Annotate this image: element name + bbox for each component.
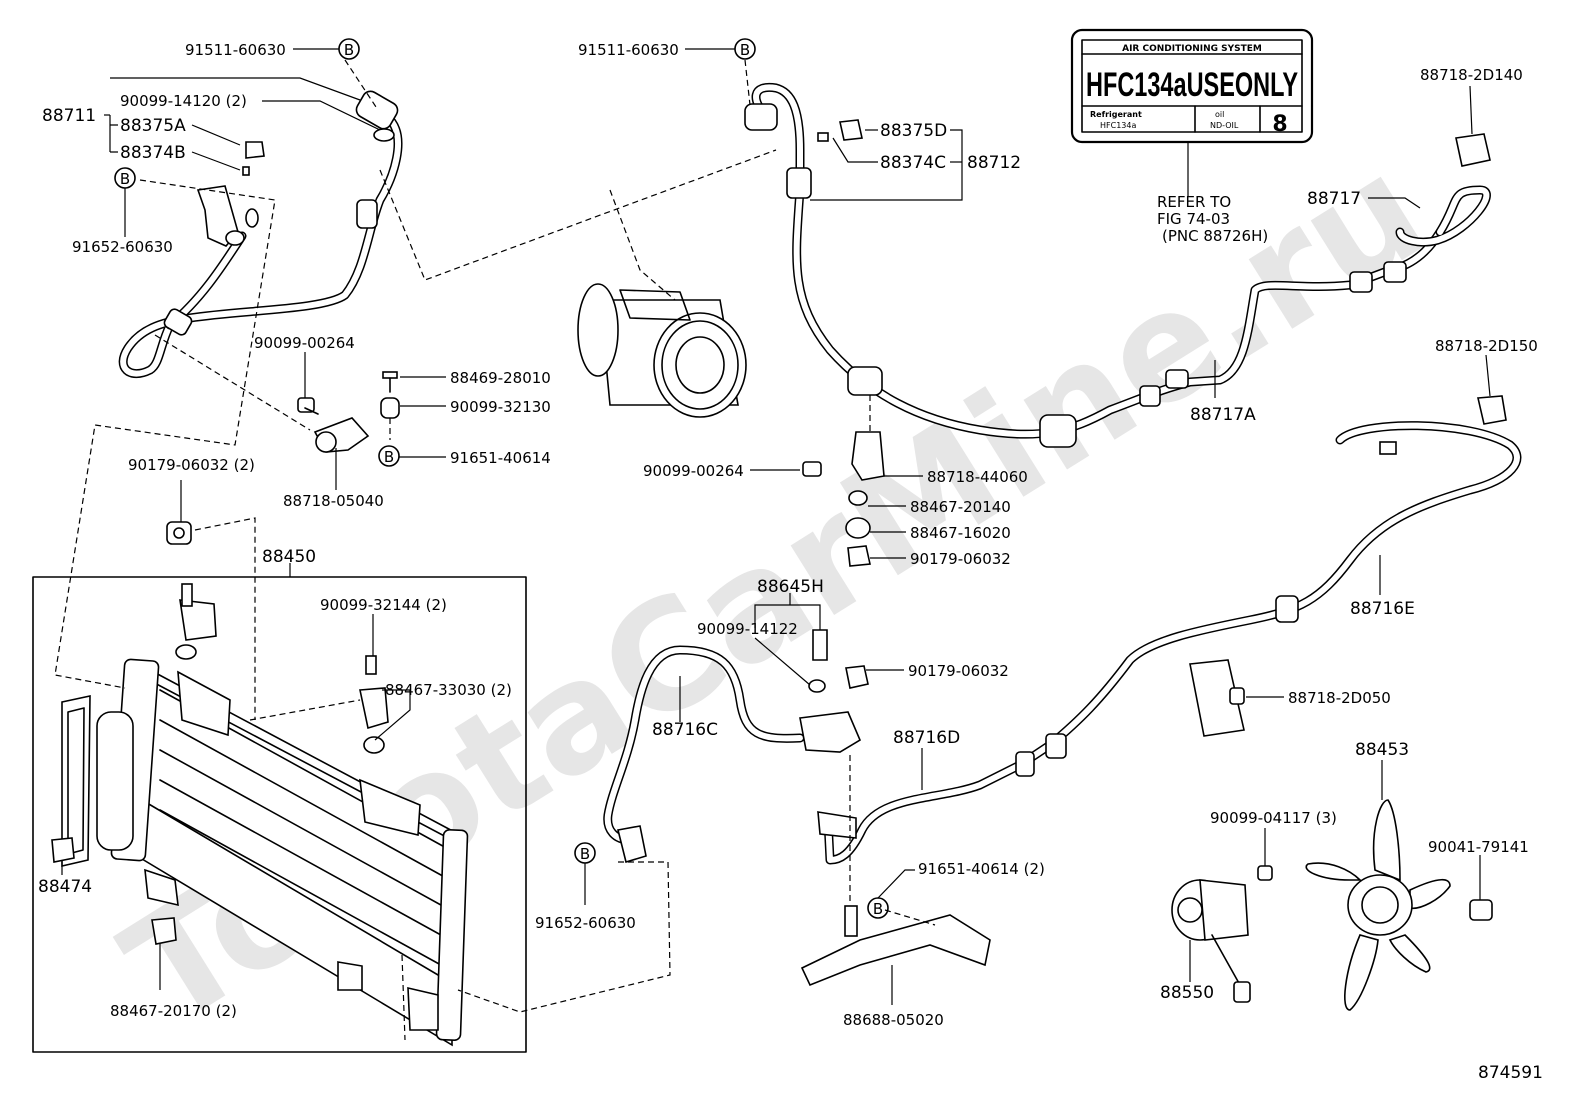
label-90041-79141: 90041-79141 xyxy=(1428,838,1529,856)
label-main: HFC134aUSEONLY xyxy=(1086,66,1298,104)
label-91652-60630-left: 91652-60630 xyxy=(72,238,173,256)
nut-90041-79141 xyxy=(1469,899,1493,921)
label-88716E: 88716E xyxy=(1350,599,1415,619)
label-88467-20140: 88467-20140 xyxy=(910,498,1011,516)
label-90099-00264-center: 90099-00264 xyxy=(643,462,744,480)
label-oil-number: 8 xyxy=(1272,112,1287,137)
bubble-b-1: B xyxy=(344,41,354,59)
label-90099-32144: 90099-32144 (2) xyxy=(320,596,447,614)
label-90179-06032-2: 90179-06032 (2) xyxy=(128,456,255,474)
pipe-88716C xyxy=(603,629,869,864)
label-91652-60630-center: 91652-60630 xyxy=(535,914,636,932)
bubble-b-4: B xyxy=(740,41,750,59)
label-88550: 88550 xyxy=(1160,983,1214,1003)
label-91651-40614-2: 91651-40614 (2) xyxy=(918,860,1045,878)
label-oil-title: oil xyxy=(1215,110,1224,119)
ref-bubbles: B B B B B B xyxy=(114,38,889,919)
refer-note-line1: REFER TO xyxy=(1157,193,1231,211)
bracket-88718-05040 xyxy=(297,371,400,453)
label-91511-60630-center: 91511-60630 xyxy=(578,41,679,59)
label-90099-14120: 90099-14120 (2) xyxy=(120,92,247,110)
label-88717: 88717 xyxy=(1307,189,1361,209)
fan-motor-88550 xyxy=(1171,865,1273,1003)
label-88375D: 88375D xyxy=(880,121,947,141)
suction-hose-88712 xyxy=(744,82,1445,448)
label-88718-44060: 88718-44060 xyxy=(927,468,1028,486)
label-refrigerant-title: Refrigerant xyxy=(1090,110,1142,119)
leader-lines xyxy=(61,48,1491,1005)
figure-id: 874591 xyxy=(1478,1063,1543,1083)
pipe-88716D xyxy=(817,733,1067,865)
dashed-connectors xyxy=(54,59,936,1041)
label-88718-2D050: 88718-2D050 xyxy=(1288,689,1391,707)
part-labels: 91511-60630 88711 90099-14120 (2) 88375A… xyxy=(38,41,1543,1083)
label-refrigerant-value: HFC134a xyxy=(1100,121,1136,130)
label-90099-04117: 90099-04117 (3) xyxy=(1210,809,1337,827)
label-88718-2D140: 88718-2D140 xyxy=(1420,66,1523,84)
pipe-88716E xyxy=(1015,395,1522,770)
refrigerant-label: AIR CONDITIONING SYSTEM HFC134aUSEONLY R… xyxy=(1070,28,1314,196)
label-88375A: 88375A xyxy=(120,116,186,136)
label-88711: 88711 xyxy=(42,106,96,126)
label-88718-05040: 88718-05040 xyxy=(283,492,384,510)
label-88474: 88474 xyxy=(38,877,92,897)
label-88717A: 88717A xyxy=(1190,405,1256,425)
label-88467-20170: 88467-20170 (2) xyxy=(110,1002,237,1020)
refer-note-line3: (PNC 88726H) xyxy=(1162,227,1268,245)
discharge-hose-assembly xyxy=(118,90,403,379)
label-88374B: 88374B xyxy=(120,143,186,163)
label-90179-06032-b: 90179-06032 xyxy=(908,662,1009,680)
pipe-88717 xyxy=(1395,133,1491,247)
label-90179-06032-a: 90179-06032 xyxy=(910,550,1011,568)
label-91511-60630-left: 91511-60630 xyxy=(185,41,286,59)
condenser-box xyxy=(32,576,527,1053)
label-oil-value: ND-OIL xyxy=(1210,121,1239,130)
bubble-b-3: B xyxy=(384,448,394,466)
label-88645H: 88645H xyxy=(757,577,824,597)
label-90099-00264-left: 90099-00264 xyxy=(254,334,355,352)
label-88716D: 88716D xyxy=(893,728,960,748)
bracket-88718-44060 xyxy=(802,431,885,567)
label-88374C: 88374C xyxy=(880,153,946,173)
label-88467-33030: 88467-33030 (2) xyxy=(385,681,512,699)
label-88712: 88712 xyxy=(967,153,1021,173)
condenser-88450 xyxy=(51,583,469,1047)
refer-note-line2: FIG 74-03 xyxy=(1157,210,1230,228)
bubble-b-2: B xyxy=(120,170,130,188)
label-88467-16020: 88467-16020 xyxy=(910,524,1011,542)
label-88450: 88450 xyxy=(262,547,316,567)
bubble-b-5: B xyxy=(580,845,590,863)
label-header: AIR CONDITIONING SYSTEM xyxy=(1122,44,1262,54)
nut-90179-06032-left xyxy=(166,521,192,545)
label-88453: 88453 xyxy=(1355,740,1409,760)
label-88469-28010: 88469-28010 xyxy=(450,369,551,387)
bracket-88688-05020 xyxy=(800,905,991,987)
label-91651-40614: 91651-40614 xyxy=(450,449,551,467)
label-88716C: 88716C xyxy=(652,720,718,740)
label-88688-05020: 88688-05020 xyxy=(843,1011,944,1029)
bubble-b-6: B xyxy=(873,900,883,918)
fan-88453 xyxy=(1305,799,1451,1011)
label-88718-2D150: 88718-2D150 xyxy=(1435,337,1538,355)
bracket-88718-2D050 xyxy=(1189,659,1245,737)
label-90099-32130: 90099-32130 xyxy=(450,398,551,416)
compressor xyxy=(577,283,747,418)
label-90099-14122: 90099-14122 xyxy=(697,620,798,638)
